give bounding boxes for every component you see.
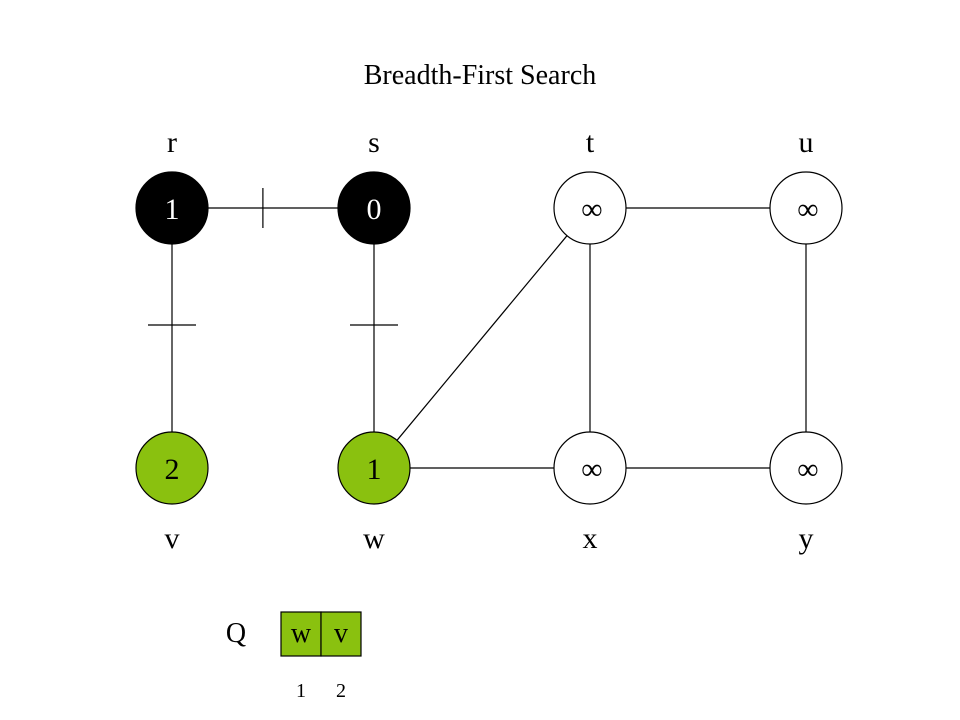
vertex-y: ∞	[769, 431, 843, 505]
vertex-label-v: v	[165, 522, 180, 555]
vertex-label-s: s	[368, 126, 380, 159]
vertex-circle-w	[337, 431, 411, 505]
vertex-circle-v	[135, 431, 209, 505]
vertex-u: ∞	[769, 171, 843, 245]
vertex-circle-r	[135, 171, 209, 245]
diagram-title: Breadth-First Search	[364, 60, 597, 91]
edges	[171, 207, 807, 469]
vertex-label-x: x	[583, 522, 598, 555]
vertex-distance-y: ∞	[797, 453, 818, 486]
vertex-x: ∞	[553, 431, 627, 505]
vertex-label-t: t	[586, 126, 595, 159]
edge-w-t	[396, 235, 568, 441]
vertex-circle-x	[553, 431, 627, 505]
vertex-label-y: y	[799, 522, 814, 555]
vertex-w: 1	[337, 431, 411, 505]
queue-item-1: v	[334, 618, 348, 649]
vertex-circle-s	[337, 171, 411, 245]
queue-distance-1: 2	[336, 680, 346, 702]
vertex-label-u: u	[799, 126, 814, 159]
vertex-label-r: r	[167, 126, 177, 159]
vertex-circle-t	[553, 171, 627, 245]
vertex-distance-t: ∞	[581, 193, 602, 226]
vertex-circle-u	[769, 171, 843, 245]
vertex-distance-s: 0	[367, 193, 382, 226]
vertex-r: 1	[135, 171, 209, 245]
queue-cell-1	[320, 611, 362, 657]
vertex-circle-y	[769, 431, 843, 505]
queue-cell-0	[280, 611, 322, 657]
vertex-distance-x: ∞	[581, 453, 602, 486]
queue-item-0: w	[291, 618, 312, 649]
vertex-distance-v: 2	[165, 453, 180, 486]
vertex-label-w: w	[363, 522, 385, 555]
vertex-labels: r s t u v w x y	[165, 126, 814, 555]
vertex-distance-u: ∞	[797, 193, 818, 226]
tree-edge-markers	[148, 188, 398, 326]
vertex-t: ∞	[553, 171, 627, 245]
vertex-distance-w: 1	[367, 453, 382, 486]
vertices: 1 0 ∞ ∞ 2 1 ∞ ∞	[135, 171, 843, 505]
vertex-distance-r: 1	[165, 193, 180, 226]
queue-label: Q	[226, 618, 246, 649]
queue-distance-0: 1	[296, 680, 306, 702]
vertex-s: 0	[337, 171, 411, 245]
vertex-v: 2	[135, 431, 209, 505]
